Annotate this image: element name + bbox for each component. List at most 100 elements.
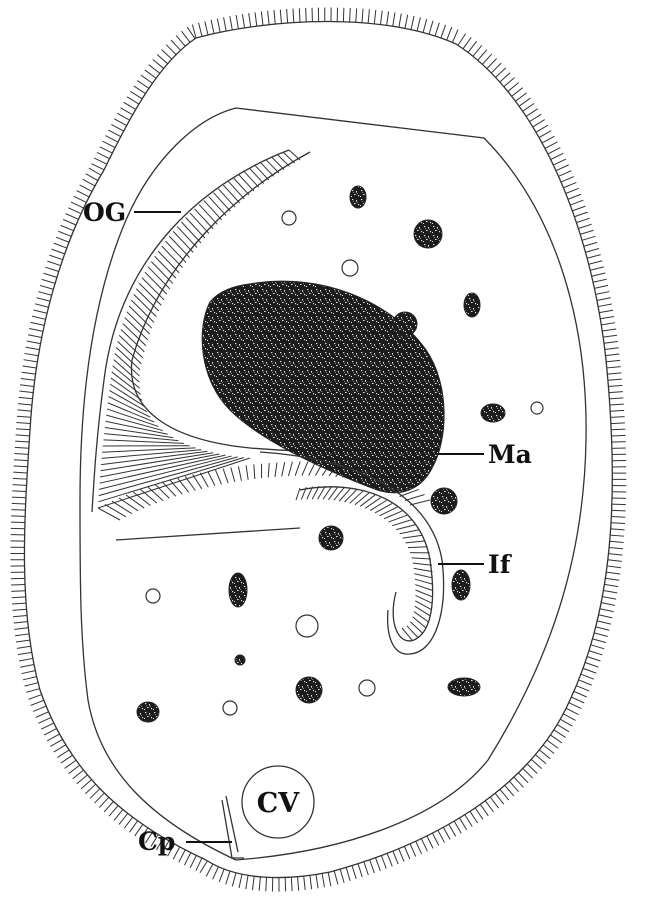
cilium [166, 45, 176, 55]
cilium [182, 31, 190, 42]
cilium [463, 37, 471, 48]
cilium [153, 60, 164, 69]
cilium [585, 663, 598, 668]
cilium [25, 353, 39, 355]
hatch-line [365, 498, 381, 509]
cilium [578, 224, 591, 228]
cilium [12, 503, 26, 504]
cilium [18, 652, 32, 654]
cilium [15, 441, 29, 442]
cilium [581, 674, 594, 679]
cilium [447, 27, 452, 40]
cilium [37, 298, 51, 302]
cilium [54, 243, 67, 248]
label-ma: Ma [488, 440, 532, 469]
cilium [580, 230, 593, 234]
hatch-line [238, 466, 241, 480]
cilium [299, 8, 300, 22]
cilium [259, 877, 260, 891]
cilium [356, 8, 357, 22]
cilium [435, 23, 439, 36]
cilium [304, 876, 305, 890]
cilium [526, 109, 538, 117]
cilium [606, 360, 620, 361]
hatch-line [223, 185, 239, 203]
cilium [563, 182, 576, 187]
cilium [35, 304, 49, 307]
hatch-line [98, 457, 243, 501]
hatch-line [213, 193, 230, 212]
cilium [57, 750, 69, 758]
hatch-line [228, 182, 244, 199]
cilium [589, 651, 602, 655]
cilium [604, 341, 618, 343]
cilium [41, 723, 54, 729]
cilium [16, 640, 30, 642]
cilium [44, 729, 56, 735]
hatch-line [223, 469, 228, 483]
cilium [97, 152, 110, 158]
cilium [432, 833, 438, 845]
cilium [65, 760, 76, 768]
cilium [199, 23, 202, 37]
cilium [17, 410, 31, 411]
cilium [560, 719, 572, 726]
cilium [608, 385, 622, 386]
hatch-line [199, 205, 217, 225]
cilium [249, 13, 251, 27]
cilium [601, 603, 615, 606]
cytostome-line [116, 528, 300, 540]
cilium [550, 735, 562, 743]
cilium [22, 671, 36, 674]
granule [464, 293, 480, 317]
cilium [594, 285, 608, 288]
cilium [527, 764, 537, 774]
cilium [597, 298, 611, 301]
vacuole [359, 680, 375, 696]
cilium [52, 249, 65, 254]
hatch-line [415, 579, 433, 584]
vacuole [146, 589, 160, 603]
hatch-line [410, 500, 430, 505]
cilium [83, 179, 95, 186]
cilium [16, 435, 30, 436]
granule [319, 526, 343, 550]
vacuole [531, 402, 543, 414]
hatch-line [215, 470, 221, 484]
cilium [94, 158, 107, 164]
cilium [491, 63, 501, 73]
hatch-line [375, 504, 392, 513]
hatch-line [111, 378, 142, 400]
granule [235, 655, 245, 665]
cilium [512, 88, 523, 97]
cilium [90, 789, 100, 799]
cilium [13, 478, 27, 479]
cilium [33, 706, 46, 711]
cilium [213, 867, 219, 880]
cilium [605, 578, 619, 580]
cilium [43, 273, 56, 277]
cilium [574, 691, 587, 697]
cilium [482, 54, 491, 64]
cilium [124, 817, 132, 828]
cilium [287, 9, 288, 23]
vacuole [223, 701, 237, 715]
hatch-line [350, 491, 363, 503]
cilium [381, 856, 386, 869]
hatch-line [302, 462, 308, 476]
hatch-line [239, 175, 254, 191]
hatch-line [231, 467, 235, 481]
cilium [468, 41, 476, 52]
cilium [77, 775, 88, 784]
cilium [611, 435, 625, 436]
cilium [162, 50, 172, 60]
cilium [92, 164, 105, 170]
cilium [298, 877, 299, 891]
hatch-line [405, 494, 425, 500]
cilium [23, 677, 37, 680]
cilium [608, 560, 622, 562]
cilium [449, 824, 456, 836]
hatch-line [392, 520, 411, 526]
cilium [12, 497, 26, 498]
cilium [609, 554, 623, 555]
